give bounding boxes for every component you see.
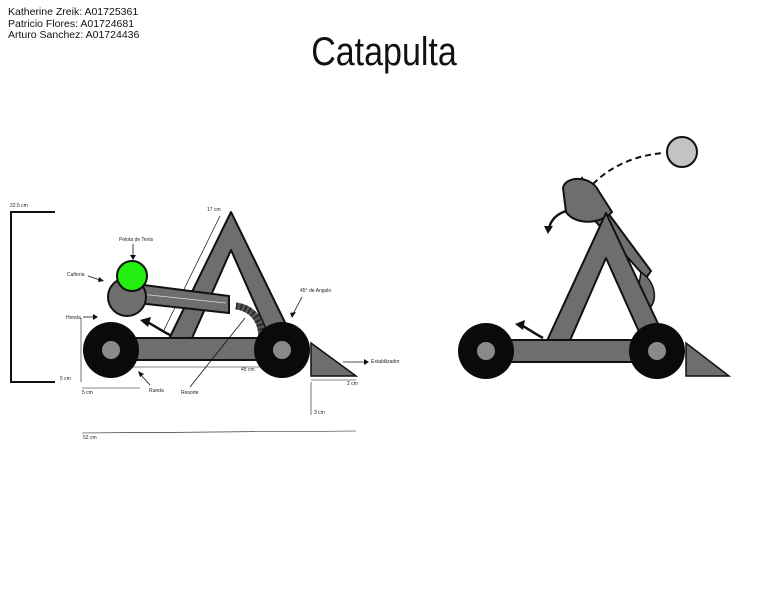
height-label: 22.5 cm (10, 203, 28, 209)
stabilizer-right (685, 341, 732, 377)
hub-right (273, 341, 291, 359)
wheel-height-label: 5 cm (60, 376, 71, 382)
catapult-launched (458, 136, 732, 379)
label-honda: Honda (66, 315, 81, 321)
stab-width-label: 2 cm (347, 381, 358, 387)
ball-flying (666, 136, 698, 168)
author-line: Arturo Sanchez: A01724436 (8, 29, 140, 41)
catapult-annotated: 22.5 cm 17 cm Pelota de Tenis Cañeria (10, 203, 400, 441)
label-estabilizador: Estabilizador (371, 359, 400, 365)
small-dim-label: 5 cm (82, 390, 93, 396)
trajectory (592, 152, 665, 185)
stabilizer (310, 341, 359, 377)
label-resorte: Resorte (181, 390, 199, 396)
stab-height-label: 3 cm (314, 410, 325, 416)
author-line: Patricio Flores: A01724681 (8, 17, 135, 30)
authors-block: Katherine Zreik: A01725361 Patricio Flor… (8, 6, 140, 42)
arm-length-label: 17 cm (207, 207, 221, 213)
swing-arrow (547, 209, 567, 229)
label-rueda: Rueda (149, 388, 164, 394)
label-caneria: Cañeria (67, 272, 85, 278)
hub-left-right (477, 342, 495, 360)
page-title: Catapulta (311, 30, 457, 74)
author-line: Katherine Zreik: A01725361 (8, 6, 139, 18)
label-pelota: Pelota de Tenis (119, 237, 154, 243)
total-length-label: 52 cm (83, 435, 97, 441)
height-bracket (10, 211, 55, 383)
label-angulo: 45° de Angulo (300, 288, 331, 294)
cup-raised (561, 177, 614, 223)
hub-right-right (648, 342, 666, 360)
tennis-ball (116, 260, 148, 292)
base-label: 45 cm (241, 367, 255, 373)
hub-left (102, 341, 120, 359)
